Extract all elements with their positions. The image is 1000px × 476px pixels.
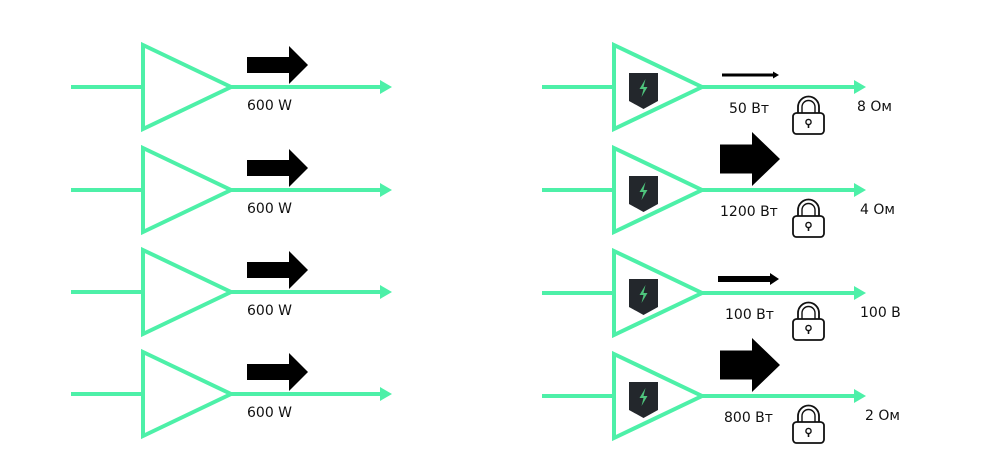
amplifier-channel-signal bbox=[542, 41, 866, 133]
lock-shackle bbox=[797, 95, 820, 113]
left-channel: 600 W bbox=[71, 348, 392, 440]
right-channel: 50 Вт 8 Ом bbox=[542, 41, 892, 135]
amplifier-channel-signal bbox=[71, 246, 392, 338]
lock-shackle-inner bbox=[801, 408, 816, 422]
lightning-bolt-icon bbox=[639, 285, 648, 303]
load-label: 8 Ом bbox=[857, 99, 892, 115]
left-column: 600 W 600 W 600 W 600 W bbox=[71, 41, 392, 440]
power-label: 600 W bbox=[247, 303, 292, 319]
output-arrowhead-icon bbox=[854, 286, 866, 300]
power-badge bbox=[629, 382, 658, 418]
right-channel: 800 Вт 2 Ом bbox=[542, 338, 900, 444]
lock-shackle-inner bbox=[801, 202, 816, 216]
left-channel: 600 W bbox=[71, 246, 392, 338]
left-channel: 600 W bbox=[71, 41, 392, 133]
output-arrowhead-icon bbox=[380, 285, 392, 299]
lock-shackle-inner bbox=[801, 99, 816, 113]
power-badge bbox=[629, 73, 658, 109]
power-label: 600 W bbox=[247, 201, 292, 217]
power-label: 1200 Вт bbox=[720, 204, 778, 220]
amplifier-triangle-icon bbox=[612, 247, 707, 339]
left-channel: 600 W bbox=[71, 144, 392, 236]
right-channel: 1200 Вт 4 Ом bbox=[542, 132, 895, 238]
right-column: 50 Вт 8 Ом 1200 Вт 4 Ом 100 Вт 100 В 800 Вт 2 О… bbox=[542, 41, 901, 444]
amplifier-triangle-icon bbox=[141, 144, 236, 236]
lock-body bbox=[792, 421, 825, 444]
amplifier-channel-signal bbox=[542, 350, 866, 442]
lock-body bbox=[792, 112, 825, 135]
power-arrow-icon bbox=[247, 46, 308, 84]
output-arrowhead-icon bbox=[854, 80, 866, 94]
lightning-bolt-icon bbox=[639, 79, 648, 97]
amplifier-channel-signal bbox=[542, 144, 866, 236]
power-label: 600 W bbox=[247, 405, 292, 421]
lock-body bbox=[792, 215, 825, 238]
lock-shackle bbox=[797, 198, 820, 216]
amplifier-channel-signal bbox=[71, 348, 392, 440]
output-arrowhead-icon bbox=[380, 80, 392, 94]
power-arrow-icon bbox=[722, 71, 779, 79]
load-label: 2 Ом bbox=[865, 408, 900, 424]
amplifier-channel-signal bbox=[542, 247, 866, 339]
power-badge bbox=[629, 279, 658, 315]
power-label: 100 Вт bbox=[725, 307, 774, 323]
power-arrow-icon bbox=[247, 149, 308, 187]
right-channel: 100 Вт 100 В bbox=[542, 247, 901, 341]
amplifier-triangle-icon bbox=[612, 350, 707, 442]
amplifier-triangle-icon bbox=[141, 246, 236, 338]
lock-shackle-inner bbox=[801, 305, 816, 319]
power-label: 800 Вт bbox=[724, 410, 773, 426]
power-arrow-icon bbox=[720, 338, 780, 392]
lock-icon bbox=[792, 198, 825, 238]
lightning-bolt-icon bbox=[639, 182, 648, 200]
power-label: 600 W bbox=[247, 98, 292, 114]
amplifier-triangle-icon bbox=[612, 144, 707, 236]
lock-icon bbox=[792, 95, 825, 135]
amplifier-triangle-icon bbox=[141, 348, 236, 440]
lock-icon bbox=[792, 301, 825, 341]
power-arrow-icon bbox=[247, 353, 308, 391]
amplifier-triangle-icon bbox=[141, 41, 236, 133]
power-arrow-icon bbox=[720, 132, 780, 186]
lock-shackle bbox=[797, 301, 820, 319]
load-label: 100 В bbox=[860, 305, 901, 321]
output-arrowhead-icon bbox=[380, 183, 392, 197]
amplifier-channel-signal bbox=[71, 41, 392, 133]
lock-shackle bbox=[797, 404, 820, 422]
output-arrowhead-icon bbox=[854, 183, 866, 197]
load-label: 4 Ом bbox=[860, 202, 895, 218]
power-label: 50 Вт bbox=[729, 101, 769, 117]
output-arrowhead-icon bbox=[380, 387, 392, 401]
output-arrowhead-icon bbox=[854, 389, 866, 403]
power-badge bbox=[629, 176, 658, 212]
lock-icon bbox=[792, 404, 825, 444]
power-arrow-icon bbox=[247, 251, 308, 289]
lock-body bbox=[792, 318, 825, 341]
lightning-bolt-icon bbox=[639, 388, 648, 406]
power-arrow-icon bbox=[718, 273, 779, 285]
amplifier-channel-signal bbox=[71, 144, 392, 236]
amplifier-triangle-icon bbox=[612, 41, 707, 133]
